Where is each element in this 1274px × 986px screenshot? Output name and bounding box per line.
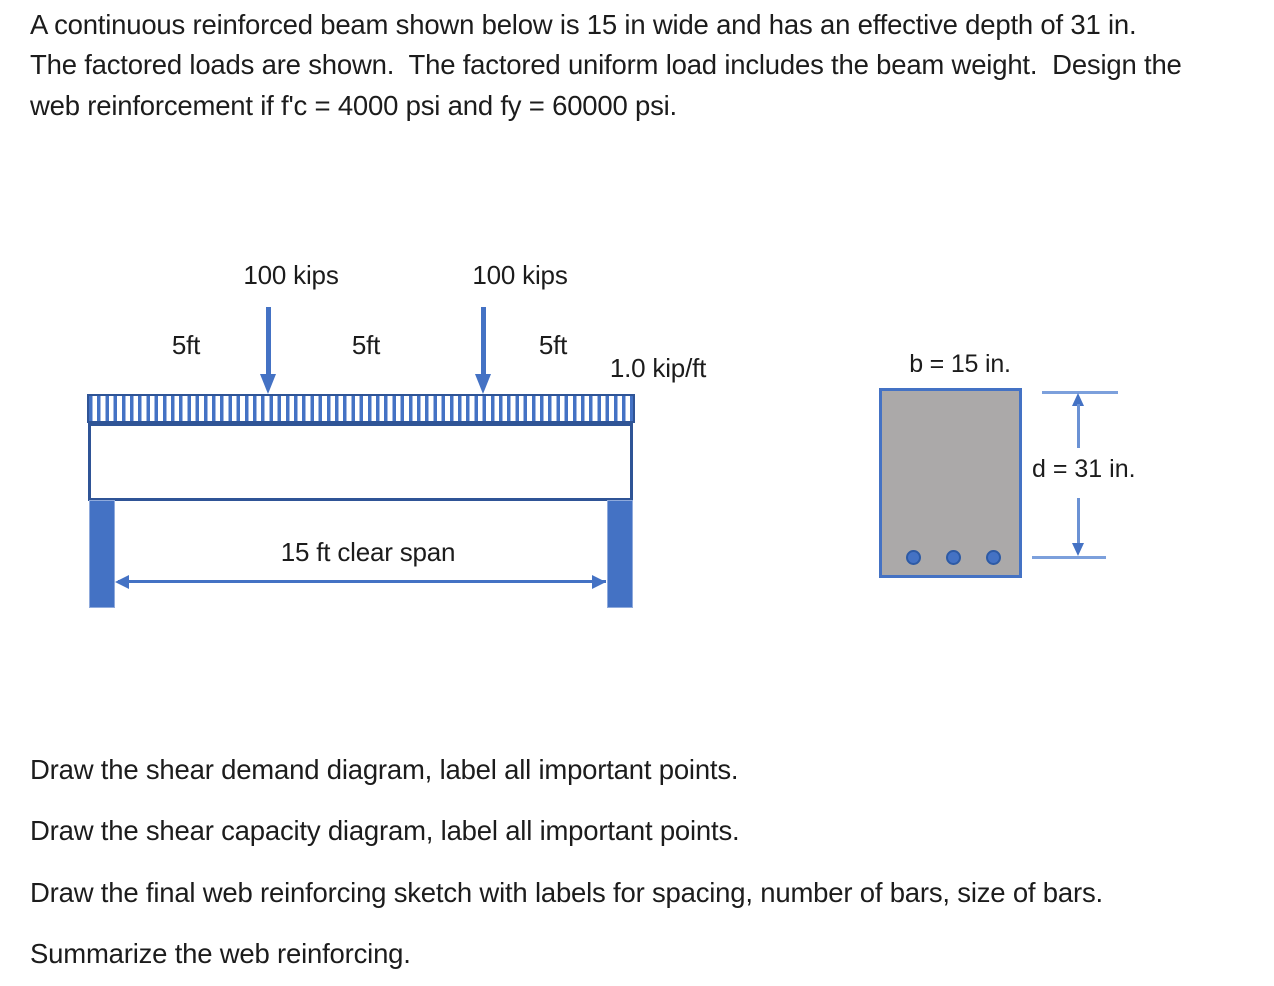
task-line-2: Draw the shear capacity diagram, label a… xyxy=(30,815,740,846)
point-load-label-2: 100 kips xyxy=(472,260,568,290)
support-right xyxy=(607,500,633,608)
section-depth-label: d = 31 in. xyxy=(1032,455,1136,483)
segment-label-1: 5ft xyxy=(171,330,201,360)
task-line-4: Summarize the web reinforcing. xyxy=(30,938,411,969)
section-width-label: b = 15 in. xyxy=(909,350,1011,378)
rebar-dot xyxy=(906,550,921,565)
support-left xyxy=(89,500,115,608)
task-line-3: Draw the final web reinforcing sketch wi… xyxy=(30,877,1103,908)
problem-line-2: The factored loads are shown. The factor… xyxy=(30,49,1182,80)
point-load-label-1: 100 kips xyxy=(243,260,339,290)
problem-line-3: web reinforcement if f'c = 4000 psi and … xyxy=(30,90,677,121)
uniform-load-label: 1.0 kip/ft xyxy=(609,353,707,383)
rebar-dot xyxy=(946,550,961,565)
problem-line-1: A continuous reinforced beam shown below… xyxy=(30,9,1137,40)
beam-body xyxy=(88,423,633,501)
distributed-load-hatch xyxy=(87,394,635,423)
segment-label-2: 5ft xyxy=(351,330,381,360)
segment-label-3: 5ft xyxy=(538,330,568,360)
rebar-dot xyxy=(986,550,1001,565)
span-label: 15 ft clear span xyxy=(280,537,456,567)
section-rect xyxy=(879,388,1022,578)
task-line-1: Draw the shear demand diagram, label all… xyxy=(30,754,739,785)
